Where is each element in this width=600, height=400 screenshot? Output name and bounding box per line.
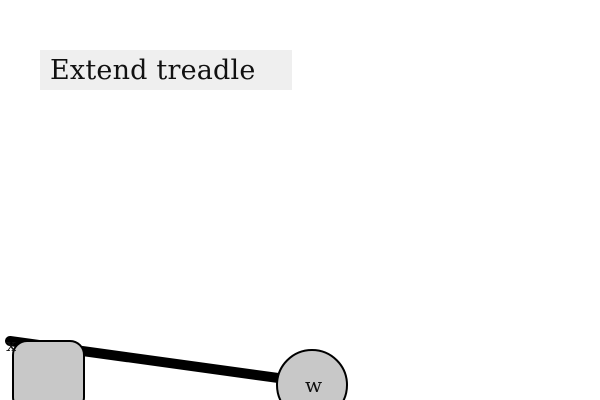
- right-node-shape: [276, 349, 348, 400]
- title-text: Extend treadle: [50, 54, 256, 86]
- left-node-shape: [12, 340, 85, 400]
- left-pivot-dot: [7, 337, 15, 345]
- right-node-label: w: [305, 373, 322, 397]
- left-node-label: x: [6, 335, 16, 356]
- title-label: Extend treadle: [40, 50, 292, 90]
